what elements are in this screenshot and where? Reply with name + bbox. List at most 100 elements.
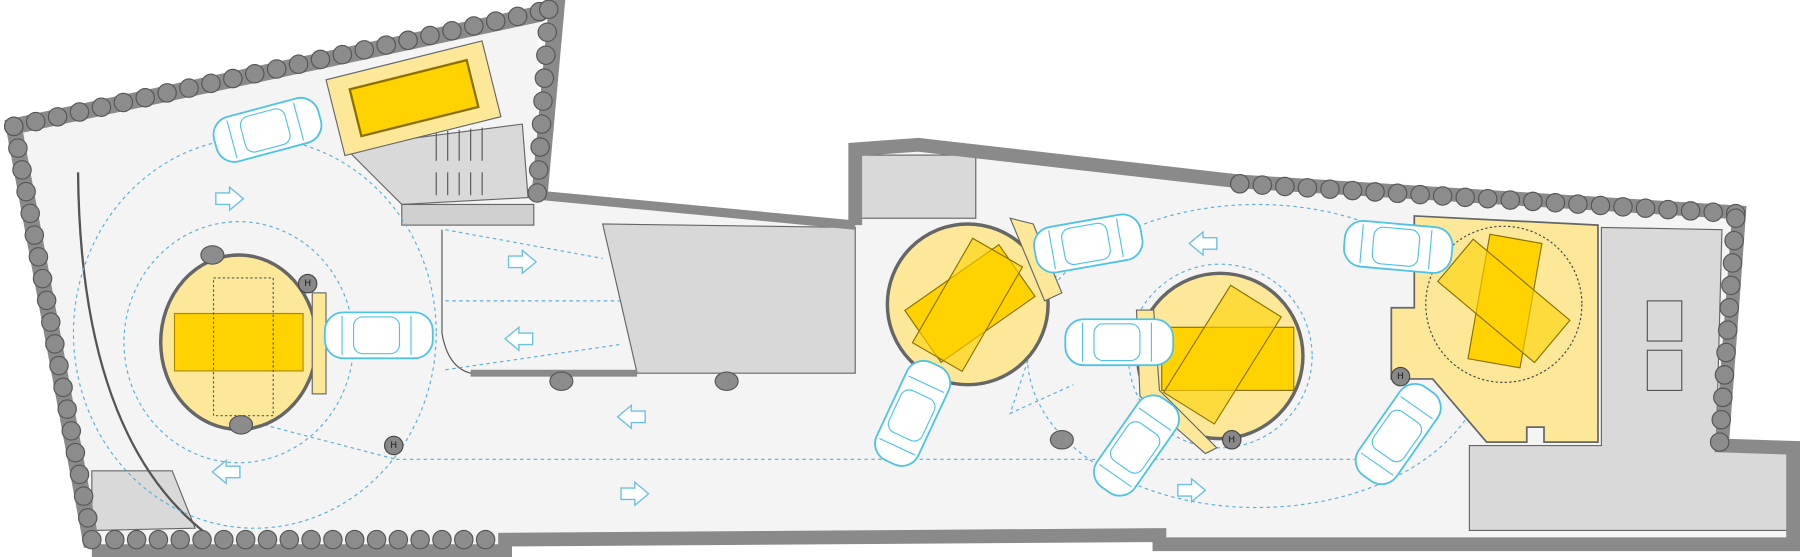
stone-icon xyxy=(1387,183,1408,204)
stone-icon xyxy=(32,268,53,289)
stone-icon xyxy=(464,16,484,36)
stone-icon xyxy=(1545,193,1566,213)
column-icon xyxy=(714,371,739,392)
stone-icon xyxy=(1252,175,1273,195)
stone-icon xyxy=(1432,186,1453,206)
stone-icon xyxy=(310,49,331,70)
car-icon xyxy=(1093,394,1180,497)
stone-icon xyxy=(376,35,396,55)
service-area-middle xyxy=(601,223,856,374)
stone-icon xyxy=(332,44,353,65)
turntable-2[interactable] xyxy=(885,217,1063,387)
stone-wall xyxy=(4,0,1746,550)
stone-icon xyxy=(536,45,556,65)
stone-icon xyxy=(442,20,462,41)
turntable-4[interactable] xyxy=(1390,215,1599,443)
stone-icon xyxy=(266,59,287,79)
column-marker-label: H xyxy=(304,278,311,289)
column-icon xyxy=(1049,430,1074,450)
turntable-1[interactable] xyxy=(158,253,327,432)
column-marker-label: H xyxy=(390,440,397,451)
stone-icon xyxy=(12,160,32,180)
stone-icon xyxy=(1714,365,1735,385)
arrow-left-icon xyxy=(616,403,646,430)
stone-icon xyxy=(538,0,559,20)
stone-icon xyxy=(420,25,440,46)
stone-icon xyxy=(475,529,496,550)
stone-icon xyxy=(82,529,102,550)
stone-icon xyxy=(235,529,256,550)
column-marker-icon xyxy=(297,273,318,294)
stone-icon xyxy=(53,377,73,398)
stone-icon xyxy=(1717,320,1738,340)
stone-icon xyxy=(28,247,49,267)
stone-icon xyxy=(366,529,387,550)
lift-platform-top[interactable] xyxy=(325,40,502,157)
elevator-icon xyxy=(1646,300,1683,392)
stone-icon xyxy=(1713,387,1733,408)
stone-icon xyxy=(20,203,40,224)
arrow-right-icon xyxy=(215,185,245,212)
stone-icon xyxy=(507,6,528,27)
car-icon xyxy=(1064,318,1175,367)
stone-icon xyxy=(179,78,199,98)
stone-icon xyxy=(65,442,86,463)
stone-icon xyxy=(1716,342,1736,363)
stone-icon xyxy=(214,529,234,550)
stone-icon xyxy=(1342,180,1363,201)
stone-icon xyxy=(126,529,147,550)
ramp-curve xyxy=(441,229,638,374)
stone-icon xyxy=(528,160,549,180)
interior-wall xyxy=(470,369,638,377)
arrow-left-icon xyxy=(504,325,534,352)
stone-icon xyxy=(201,73,221,94)
stone-icon xyxy=(288,54,309,74)
stone-icon xyxy=(1590,195,1611,216)
car-icon xyxy=(874,359,952,467)
car-icon xyxy=(1343,219,1454,274)
stone-icon xyxy=(1613,197,1633,217)
stone-icon xyxy=(1500,190,1521,210)
stone-icon xyxy=(454,529,474,550)
stone-icon xyxy=(73,486,94,506)
arrow-right-icon xyxy=(507,248,538,275)
stone-icon xyxy=(1725,208,1746,228)
car-icon xyxy=(323,311,434,360)
stone-icon xyxy=(69,102,90,122)
arrow-right-icon xyxy=(620,480,650,507)
stone-icon xyxy=(223,68,243,89)
exterior-wall-right xyxy=(91,137,1800,557)
stone-icon xyxy=(1523,191,1543,212)
stone-icon xyxy=(1297,178,1318,198)
stone-icon xyxy=(527,183,548,203)
stone-icon xyxy=(530,137,550,157)
stone-icon xyxy=(301,529,321,550)
stone-icon xyxy=(531,114,552,134)
stone-icon xyxy=(323,529,343,550)
stone-icon xyxy=(398,30,418,51)
arrow-left-icon xyxy=(1188,230,1218,257)
stone-icon xyxy=(57,399,77,419)
stone-icon xyxy=(40,312,61,332)
cars xyxy=(212,96,1454,497)
stone-icon xyxy=(1568,194,1588,214)
stone-icon xyxy=(1365,182,1385,202)
car-icon xyxy=(1033,213,1144,274)
stair-tower xyxy=(860,154,977,219)
stone-icon xyxy=(388,529,409,550)
car-icon xyxy=(212,96,323,163)
stone-icon xyxy=(257,529,278,550)
stone-icon xyxy=(113,92,134,113)
column-marker-icon xyxy=(1390,366,1411,387)
stone-icon xyxy=(4,116,24,137)
stone-icon xyxy=(1658,199,1678,220)
stone-icon xyxy=(47,107,68,127)
stone-icon xyxy=(1721,275,1741,296)
car-icon xyxy=(1354,382,1442,486)
stairs-icon xyxy=(435,127,483,196)
column-marker-icon xyxy=(1222,430,1242,450)
stone-icon xyxy=(1230,174,1250,194)
stone-icon xyxy=(1635,198,1656,218)
